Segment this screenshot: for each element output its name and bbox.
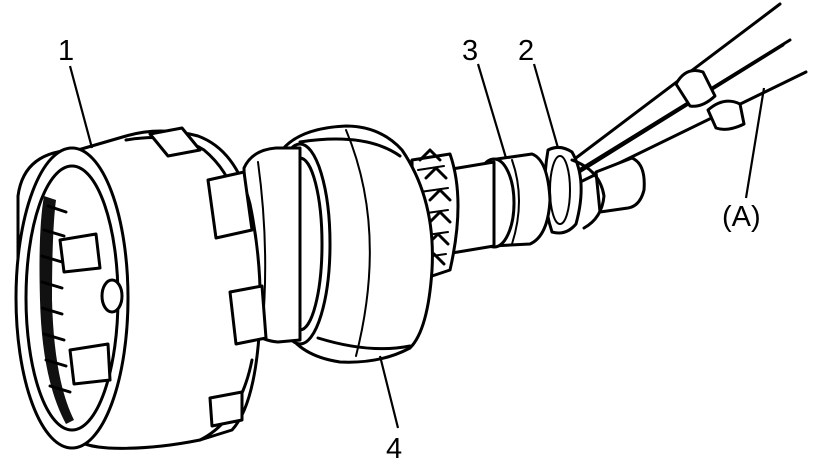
leader-4 (378, 355, 400, 429)
label-tool-a: (A) (722, 201, 761, 233)
leader-1 (68, 65, 94, 149)
leader-a (744, 87, 766, 199)
label-part-3: 3 (462, 35, 478, 67)
leader-2 (532, 63, 560, 149)
leader-lines (68, 63, 766, 429)
label-part-2: 2 (518, 35, 534, 67)
label-part-4: 4 (386, 433, 402, 464)
leader-3 (476, 63, 508, 159)
part-3-collar (472, 152, 552, 249)
end-retainer (594, 156, 646, 214)
label-part-1: 1 (58, 35, 74, 67)
tool-a-pliers (558, 2, 808, 188)
part-1-outer-drum (14, 126, 268, 450)
